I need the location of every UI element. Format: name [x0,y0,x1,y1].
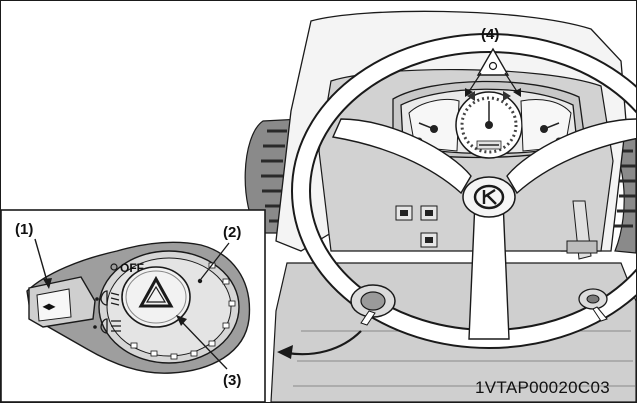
right-gauge [520,99,572,152]
detail-inset: ◂▸ OFF (1) [1,209,266,402]
turn-signal-lever: ◂▸ [28,276,96,328]
callout-1-label: (1) [15,221,33,238]
dashboard-buttons [395,205,438,248]
kubota-logo-icon [473,184,505,210]
instrument-cluster [400,88,578,159]
low-beam-icon [100,290,120,306]
left-gauge [408,99,460,152]
hazard-triangle-icon [138,275,174,308]
callout-3-label: (3) [223,372,241,389]
right-stalk-switch [578,288,608,322]
lever-direction-symbol: ◂▸ [42,299,56,313]
callout-2-label: (2) [223,224,241,241]
combination-switch-location [350,284,396,326]
hazard-switch-button [121,266,191,328]
callout-4-group: (4) [465,26,521,97]
center-gauge [455,91,523,159]
steering-wheel [291,33,636,349]
turn-indicator-lights [467,91,511,101]
high-beam-icon [100,318,121,334]
callout-4-label: (4) [481,26,499,43]
off-position-dot [110,263,118,271]
document-code: 1VTAP00020C03 [475,378,610,397]
location-arrow [277,330,362,359]
